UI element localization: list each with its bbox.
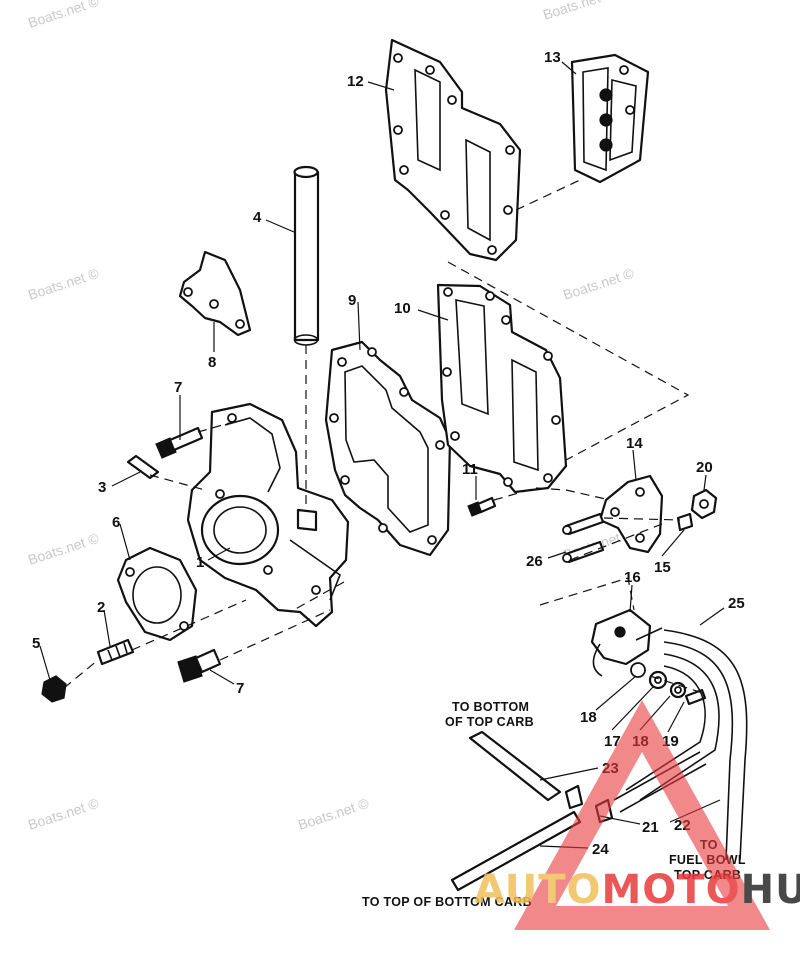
logo-wordmark: AUTOMOTOHUB <box>474 867 800 913</box>
part-15-spacer <box>676 512 694 532</box>
callout-9: 9 <box>348 292 356 309</box>
note-to-bottom-of-top-carb-line2: OF TOP CARB <box>445 715 534 729</box>
logo-triangle <box>514 700 770 930</box>
watermark: Boats.net © <box>561 265 636 303</box>
callout-3: 3 <box>98 479 106 496</box>
part-5-nut <box>41 675 67 703</box>
callout-1: 1 <box>196 554 204 571</box>
callout-7-lower: 7 <box>236 680 244 697</box>
part-16-valve <box>590 608 663 677</box>
callout-12: 12 <box>347 73 364 90</box>
callout-13: 13 <box>544 49 561 66</box>
callout-16: 16 <box>624 569 641 586</box>
watermark: Boats.net © <box>26 265 101 303</box>
note-to-bottom-of-top-carb-line1: TO BOTTOM <box>452 700 529 714</box>
part-20-nut <box>690 488 718 520</box>
watermark: Boats.net © <box>26 530 101 568</box>
callout-8: 8 <box>208 354 216 371</box>
watermark: Boats.net © <box>26 0 101 31</box>
part-4-tube <box>293 165 320 346</box>
callout-17: 17 <box>604 733 621 750</box>
dashed-alignment-lines <box>63 179 707 695</box>
part-6-flange-gasket <box>116 546 198 642</box>
part-23-hose <box>468 730 562 802</box>
watermark: Boats.net © <box>26 795 101 833</box>
callout-7-upper: 7 <box>174 379 182 396</box>
callout-5: 5 <box>32 635 40 652</box>
callout-6: 6 <box>112 514 120 531</box>
callout-20: 20 <box>696 459 713 476</box>
part-17-18-19-washers <box>630 662 707 706</box>
note-to-top-of-bottom-carb: TO TOP OF BOTTOM CARB <box>362 895 532 909</box>
callout-2: 2 <box>97 599 105 616</box>
part-12-gasket-upper <box>384 38 522 262</box>
part-3-pin <box>126 454 160 480</box>
part-7-bolt-upper <box>155 426 204 459</box>
part-2-stud <box>96 638 135 666</box>
callout-14: 14 <box>626 435 643 452</box>
part-9-gasket-middle <box>324 340 452 557</box>
watermark: Boats.net © <box>296 795 371 833</box>
callout-15: 15 <box>654 559 671 576</box>
callout-4: 4 <box>253 209 262 226</box>
part-14-bracket <box>598 474 664 554</box>
part-7-bolt-lower <box>177 648 222 683</box>
logo-moto: MOTO <box>602 867 741 913</box>
logo-hub: HUB <box>741 867 800 913</box>
part-11-screw <box>467 496 497 517</box>
callout-11: 11 <box>462 461 478 478</box>
callout-18-left: 18 <box>580 709 597 726</box>
callout-10: 10 <box>394 300 411 317</box>
part-8-small-gasket <box>178 250 252 337</box>
callout-21: 21 <box>642 819 659 836</box>
part-13-reed-block <box>570 53 650 184</box>
callout-26: 26 <box>526 553 543 570</box>
logo-auto: AUTO <box>474 867 602 913</box>
routing-notes: TO BOTTOM OF TOP CARB TO FUEL BOWL TOP C… <box>362 700 746 909</box>
watermark: Boats.net © <box>541 0 616 23</box>
callout-25: 25 <box>728 595 745 612</box>
automotohub-logo: AUTOMOTOHUB <box>474 700 800 930</box>
part-26-screws <box>562 512 605 564</box>
callout-24: 24 <box>592 841 609 858</box>
part-25-hose <box>625 629 748 861</box>
part-1-intake-housing <box>186 402 350 628</box>
part-10-gasket-right <box>436 283 568 494</box>
